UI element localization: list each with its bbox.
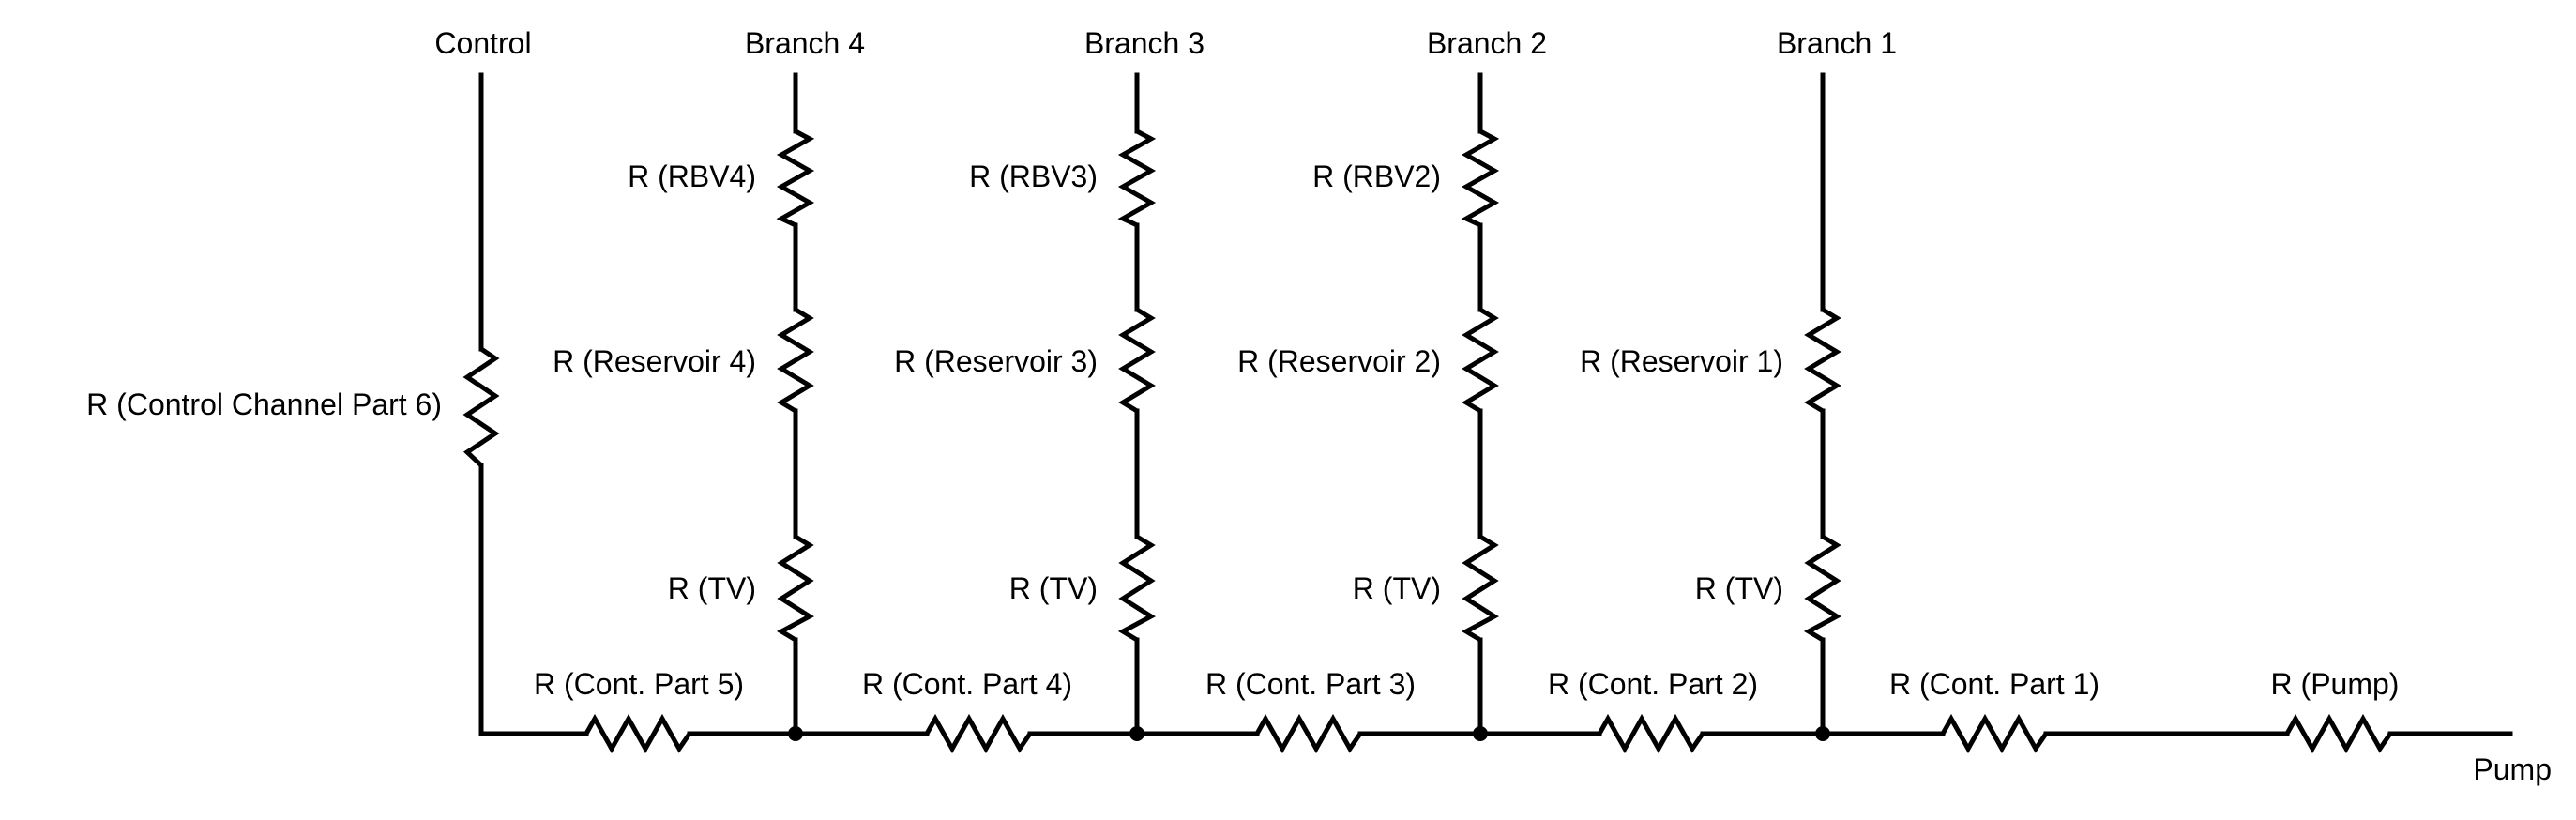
junction-dot bbox=[1815, 726, 1830, 741]
terminal-label-pump: Pump bbox=[2473, 752, 2552, 786]
resistor-cont-part5 bbox=[583, 713, 692, 754]
label-cont-part2: R (Cont. Part 2) bbox=[1548, 667, 1758, 701]
resistor-tv-branch1 bbox=[1803, 534, 1841, 643]
label-pump: R (Pump) bbox=[2271, 667, 2400, 701]
terminal-labels: Control Branch 4 Branch 3 Branch 2 Branc… bbox=[434, 26, 2552, 786]
label-rbv4: R (RBV4) bbox=[628, 159, 756, 193]
label-tv-branch4: R (TV) bbox=[668, 571, 756, 605]
label-rbv2: R (RBV2) bbox=[1312, 159, 1441, 193]
resistor-tv-branch3 bbox=[1117, 534, 1156, 643]
label-reservoir1: R (Reservoir 1) bbox=[1580, 344, 1783, 378]
label-rbv3: R (RBV3) bbox=[969, 159, 1098, 193]
label-reservoir2: R (Reservoir 2) bbox=[1237, 344, 1441, 378]
terminal-label-branch3: Branch 3 bbox=[1084, 26, 1205, 60]
resistors bbox=[462, 129, 2393, 754]
junction-dot bbox=[1473, 726, 1488, 741]
label-control-channel-part6: R (Control Channel Part 6) bbox=[86, 387, 442, 421]
terminal-label-branch4: Branch 4 bbox=[745, 26, 865, 60]
label-cont-part3: R (Cont. Part 3) bbox=[1205, 667, 1416, 701]
label-reservoir4: R (Reservoir 4) bbox=[553, 344, 756, 378]
label-tv-branch1: R (TV) bbox=[1695, 571, 1783, 605]
label-tv-branch3: R (TV) bbox=[1009, 571, 1098, 605]
label-reservoir3: R (Reservoir 3) bbox=[894, 344, 1098, 378]
resistor-tv-branch2 bbox=[1461, 534, 1499, 643]
label-cont-part4: R (Cont. Part 4) bbox=[862, 667, 1072, 701]
resistor-cont-part4 bbox=[924, 713, 1033, 754]
resistor-labels: R (Control Channel Part 6) R (RBV4) R (R… bbox=[86, 159, 2399, 701]
resistor-cont-part1 bbox=[1940, 713, 2049, 754]
junction-dot bbox=[788, 726, 803, 741]
resistor-reservoir2 bbox=[1462, 307, 1499, 414]
resistor-control-channel-part6 bbox=[462, 346, 500, 467]
wires bbox=[478, 72, 2513, 736]
label-cont-part1: R (Cont. Part 1) bbox=[1889, 667, 2099, 701]
resistor-rbv3 bbox=[1117, 129, 1157, 228]
label-cont-part5: R (Cont. Part 5) bbox=[534, 667, 744, 701]
resistor-reservoir1 bbox=[1804, 307, 1841, 414]
resistor-cont-part2 bbox=[1597, 713, 1705, 754]
resistor-rbv4 bbox=[776, 129, 815, 228]
terminal-label-branch2: Branch 2 bbox=[1427, 26, 1547, 60]
resistor-tv-branch4 bbox=[776, 534, 814, 643]
junction-dot bbox=[1129, 726, 1144, 741]
label-tv-branch2: R (TV) bbox=[1353, 571, 1441, 605]
resistor-cont-part3 bbox=[1254, 713, 1363, 754]
resistor-pump bbox=[2284, 713, 2393, 754]
terminal-label-control: Control bbox=[434, 26, 531, 60]
resistor-reservoir3 bbox=[1118, 307, 1156, 414]
resistor-rbv2 bbox=[1461, 129, 1500, 228]
resistor-reservoir4 bbox=[777, 307, 814, 414]
junctions bbox=[788, 726, 1830, 741]
terminal-label-branch1: Branch 1 bbox=[1777, 26, 1897, 60]
